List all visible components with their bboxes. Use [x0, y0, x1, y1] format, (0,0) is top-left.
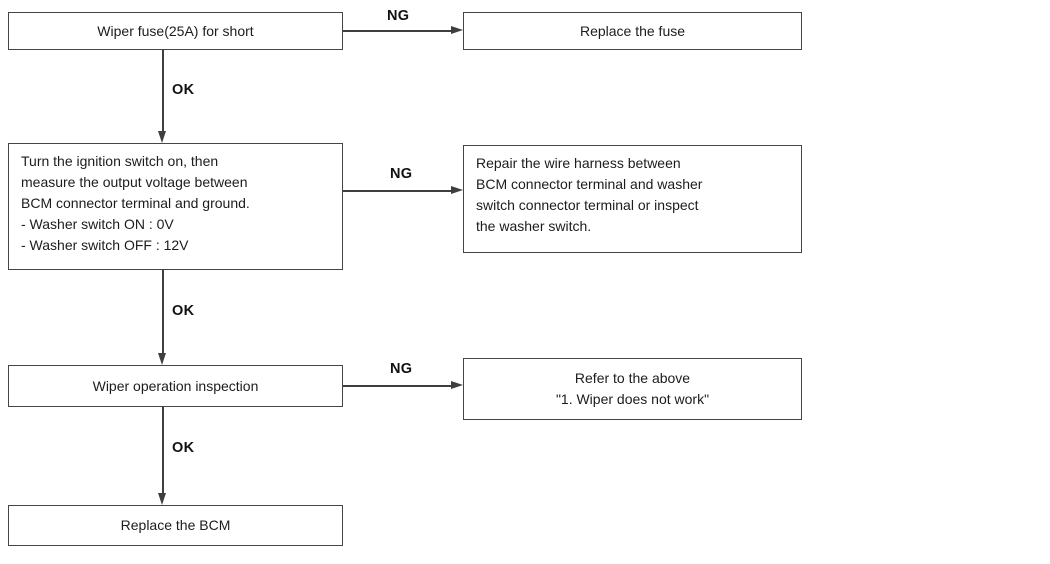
arrow-right-icon — [451, 186, 463, 194]
arrow-down-icon — [158, 353, 166, 365]
node-replace-fuse: Replace the fuse — [463, 12, 802, 50]
edge-label-ng-1: NG — [387, 8, 410, 24]
node-measure-output-voltage: Turn the ignition switch on, then measur… — [8, 143, 343, 270]
ok-arrow-line-3 — [162, 407, 164, 495]
ok-arrow-line-1 — [162, 50, 164, 133]
arrow-down-icon — [158, 493, 166, 505]
arrow-right-icon — [451, 26, 463, 34]
edge-label-ok-2: OK — [172, 303, 195, 319]
ng-arrow-line-2 — [343, 190, 453, 192]
edge-label-ok-1: OK — [172, 82, 195, 98]
ok-arrow-line-2 — [162, 270, 164, 355]
ng-arrow-line-3 — [343, 385, 453, 387]
node-refer-wiper-does-not-work: Refer to the above "1. Wiper does not wo… — [463, 358, 802, 420]
edge-label-ng-2: NG — [390, 166, 413, 182]
arrow-down-icon — [158, 131, 166, 143]
arrow-right-icon — [451, 381, 463, 389]
ng-arrow-line-1 — [343, 30, 453, 32]
node-check-wiper-fuse: Wiper fuse(25A) for short — [8, 12, 343, 50]
edge-label-ng-3: NG — [390, 361, 413, 377]
node-wiper-operation-inspection: Wiper operation inspection — [8, 365, 343, 407]
node-replace-bcm: Replace the BCM — [8, 505, 343, 546]
node-repair-wire-harness: Repair the wire harness between BCM conn… — [463, 145, 802, 253]
edge-label-ok-3: OK — [172, 440, 195, 456]
